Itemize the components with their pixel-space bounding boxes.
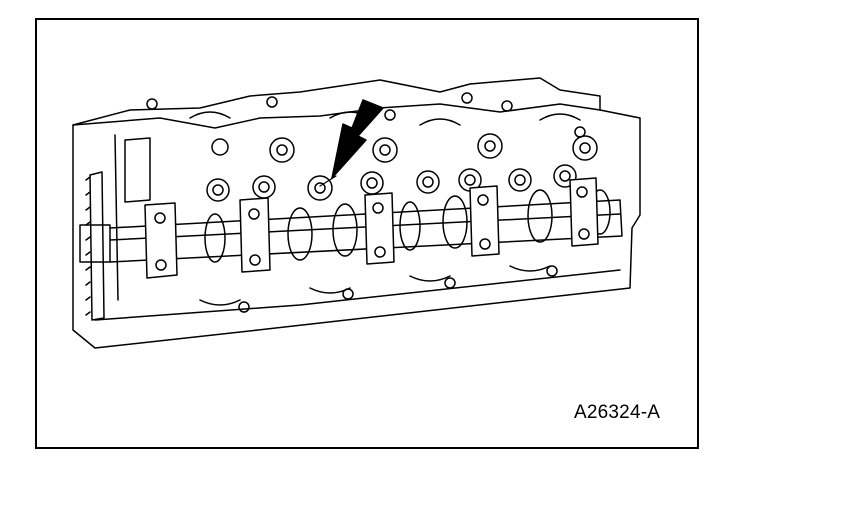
cylinder-head-outline — [72, 77, 641, 349]
upper-studs — [211, 133, 598, 163]
upper-bosses — [146, 92, 586, 138]
valve-pivots — [206, 164, 577, 202]
arrow-leader — [319, 175, 337, 187]
figure-code: A26324-A — [574, 402, 661, 423]
head-top-edge — [72, 103, 601, 129]
timing-sprocket — [85, 137, 151, 321]
lower-bosses — [199, 265, 558, 313]
bearing-caps — [144, 177, 599, 279]
head-side-rail — [114, 134, 119, 301]
indicator-arrow — [331, 99, 384, 179]
head-deck-rail — [94, 269, 621, 321]
